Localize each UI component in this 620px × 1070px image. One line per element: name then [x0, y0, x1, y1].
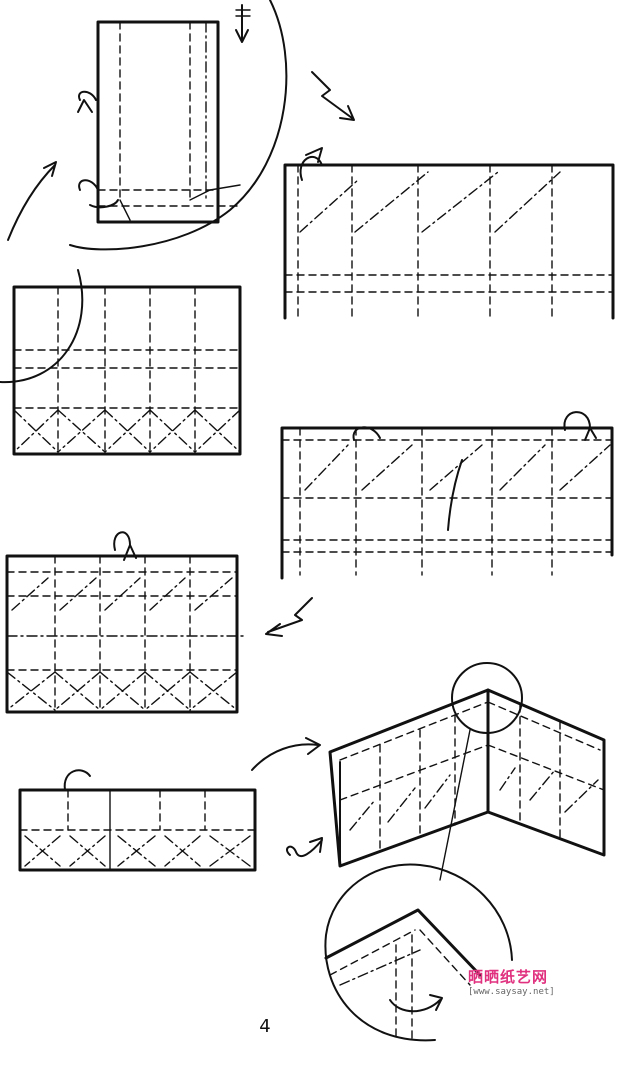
step-narrow-panel: [7, 0, 288, 251]
step-arrow-icon: [311, 71, 355, 121]
wide-panel-outline: [283, 163, 615, 320]
fold-arrow-icon: [352, 426, 381, 441]
fold-arrow-icon: [78, 179, 119, 209]
detail-corner-edge: [324, 908, 482, 977]
double-grid-outline: [5, 554, 239, 714]
step-folded-strip: [18, 737, 323, 872]
magnify-circle-icon: [451, 662, 523, 734]
folded-strip-outline: [18, 788, 257, 872]
step-arrow-icon: [251, 737, 321, 771]
fold-arrow-icon: [113, 531, 137, 561]
fold-arrow-icon: [563, 411, 597, 441]
wide-panel-grid-outline: [280, 426, 614, 580]
model-right-wall: [486, 688, 606, 857]
fold-arrow-icon: [299, 147, 323, 181]
grid-panel-outline: [12, 285, 242, 456]
fold-arrow-icon: [389, 994, 443, 1013]
step-grid-panel: [0, 269, 242, 456]
watermark-title: 晒晒纸艺网: [468, 968, 549, 986]
watermark-url: [www.saysay.net]: [468, 987, 555, 997]
arrow-down-icon: [235, 4, 249, 43]
magnify-circle-arc: [0, 269, 84, 384]
watermark: 晒晒纸艺网 [www.saysay.net]: [468, 966, 588, 997]
step-detail-magnified: [324, 863, 513, 1042]
model-left-wall: [328, 688, 490, 868]
step-wide-panel-grid: [280, 411, 614, 580]
fold-arrow-icon: [63, 769, 91, 791]
turn-over-icon: [286, 837, 323, 858]
detail-circle-outline: [324, 863, 513, 1042]
fold-arrow-icon: [77, 90, 97, 113]
step-arrow-icon: [7, 161, 57, 241]
page-number: 4: [259, 1016, 271, 1037]
step-double-grid-panel: [5, 531, 246, 714]
step-wide-panel-diagonals: [283, 147, 615, 320]
magnify-circle-arc: [69, 0, 288, 251]
fold-arrow-icon: [447, 459, 463, 531]
step-arrow-icon: [265, 597, 313, 637]
step-standing-model: [328, 662, 606, 881]
narrow-panel-outline: [96, 20, 220, 224]
